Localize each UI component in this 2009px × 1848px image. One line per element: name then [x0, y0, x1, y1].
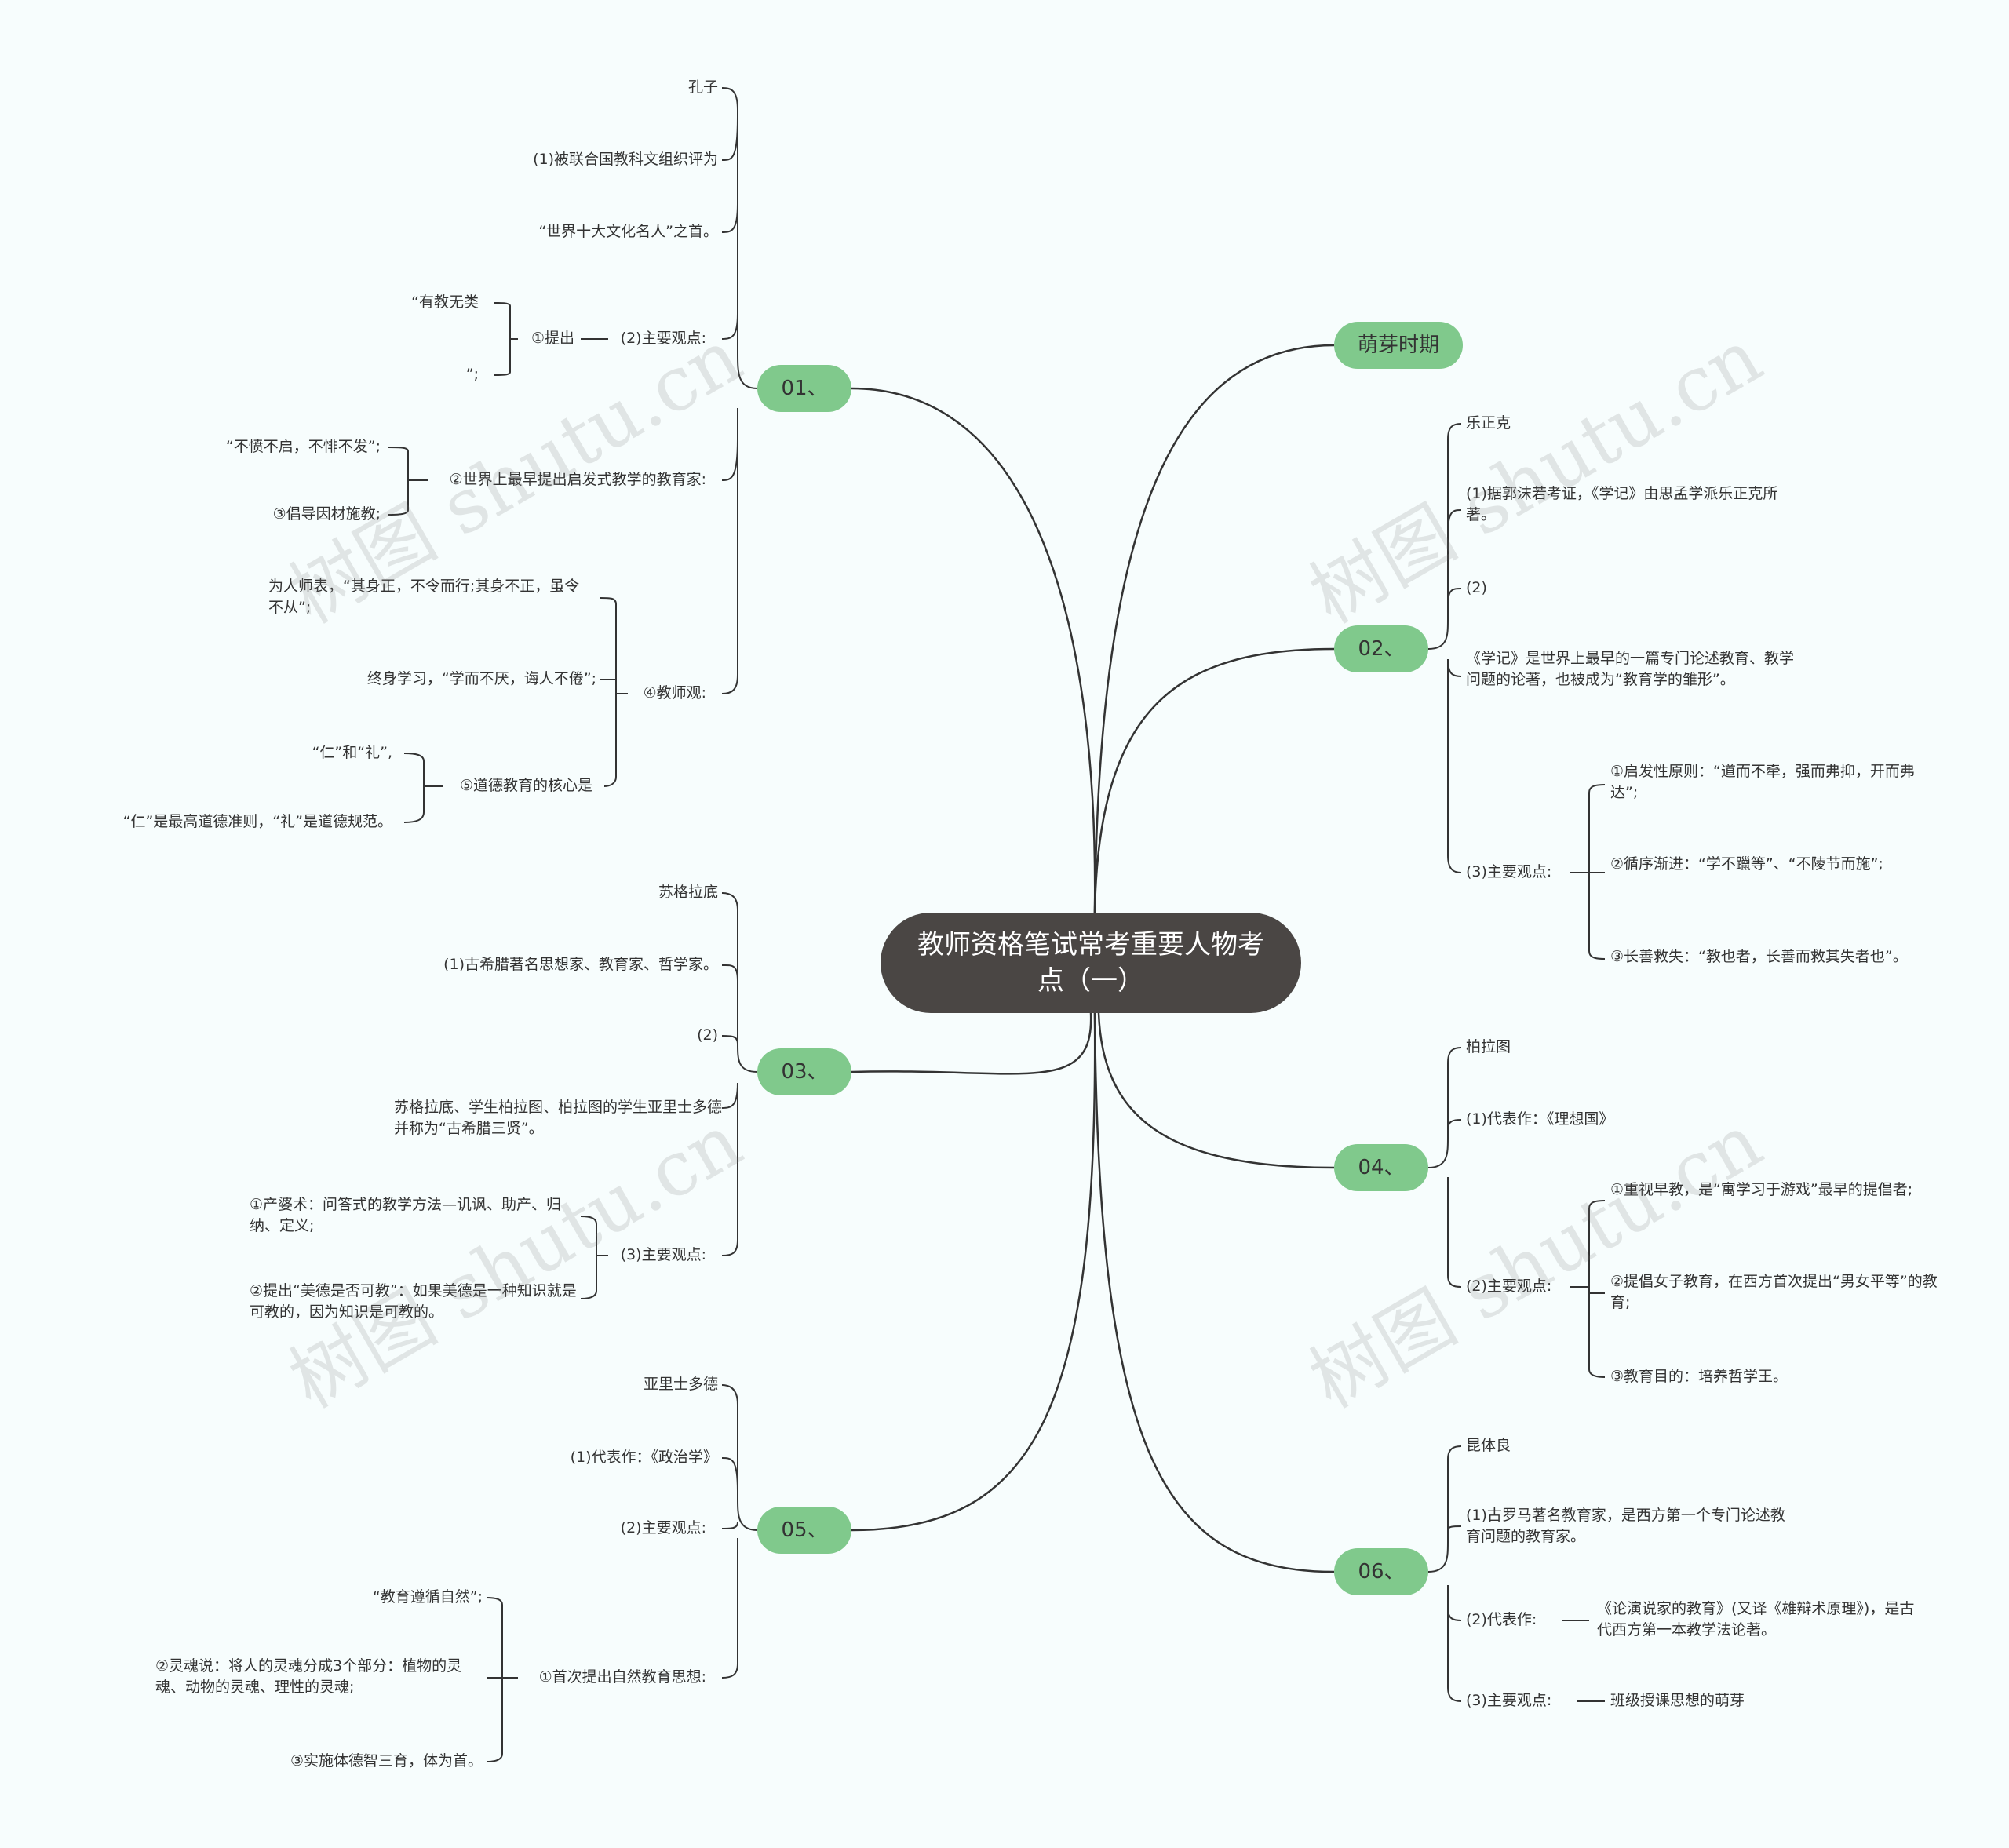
n03-p2[interactable]: (2)	[697, 1026, 718, 1044]
n05-p2[interactable]: (2)主要观点:	[620, 1519, 706, 1536]
n03-v1[interactable]: ①产婆术：问答式的教学方法—讥讽、助产、归纳、定义;	[250, 1196, 562, 1234]
n01-name[interactable]: 孔子	[687, 78, 718, 96]
n06-p1[interactable]: (1)古罗马著名教育家，是西方第一个专门论述教育问题的教育家。	[1466, 1507, 1785, 1545]
n02-v2[interactable]: ②循序渐进：“学不躐等”、“不陵节而施”;	[1610, 855, 1883, 873]
branch-04-label: 04、	[1358, 1156, 1405, 1179]
n04-v1[interactable]: ①重视早教，是“寓学习于游戏”最早的提倡者;	[1610, 1181, 1913, 1198]
n02-v3[interactable]: ③长善救失：“教也者，长善而救其失者也”。	[1610, 948, 1908, 965]
branch-06[interactable]: 06、	[1334, 1548, 1428, 1595]
n01-teacher[interactable]: ④教师观:	[643, 684, 706, 702]
root-node[interactable]: 教师资格笔试常考重要人物考点（一）	[881, 913, 1301, 1013]
n02-p1[interactable]: (1)据郭沫若考证，《学记》由思孟学派乐正克所著。	[1466, 485, 1778, 523]
n01-q1[interactable]: “有教无类	[411, 293, 479, 311]
n05-v1[interactable]: “教育遵循自然”;	[372, 1588, 483, 1606]
branch-05[interactable]: 05、	[757, 1507, 851, 1554]
n06-p2b[interactable]: 《论演说家的教育》(又译《雄辩术原理》)，是古代西方第一本教学法论著。	[1597, 1600, 1915, 1638]
branch-03[interactable]: 03、	[757, 1048, 851, 1095]
n03-p1[interactable]: (1)古希腊著名思想家、教育家、哲学家。	[443, 956, 718, 973]
n04-name[interactable]: 柏拉图	[1466, 1038, 1511, 1055]
n04-p1[interactable]: (1)代表作：《理想国》	[1466, 1110, 1614, 1128]
n06-p3b[interactable]: 班级授课思想的萌芽	[1610, 1692, 1745, 1709]
n03-p2b[interactable]: 苏格拉底、学生柏拉图、柏拉图的学生亚里士多德并称为“古希腊三贤”。	[394, 1099, 723, 1137]
n02-name[interactable]: 乐正克	[1466, 414, 1511, 432]
n02-p2[interactable]: (2)	[1466, 579, 1487, 596]
n01-m2[interactable]: “仁”是最高道德准则，“礼”是道德规范。	[122, 813, 392, 830]
branch-sprout-label: 萌芽时期	[1357, 334, 1439, 357]
n04-v2[interactable]: ②提倡女子教育，在西方首次提出“男女平等”的教育;	[1610, 1273, 1938, 1311]
branch-05-label: 05、	[781, 1518, 828, 1542]
n03-name[interactable]: 苏格拉底	[658, 884, 718, 901]
root-title: 教师资格笔试常考重要人物考点（一）	[917, 929, 1264, 997]
n01-p2[interactable]: (2)主要观点:	[620, 330, 706, 347]
n02-v1[interactable]: ①启发性原则：“道而不牵，强而弗抑，开而弗达”;	[1610, 763, 1915, 801]
n05-nat[interactable]: ①首次提出自然教育思想:	[538, 1668, 706, 1686]
branch-04[interactable]: 04、	[1334, 1144, 1428, 1191]
n05-p1[interactable]: (1)代表作：《政治学》	[570, 1449, 718, 1466]
n03-p3[interactable]: (3)主要观点:	[620, 1246, 706, 1263]
n01-t2[interactable]: 终身学习，“学而不厌，诲人不倦”;	[366, 670, 596, 687]
n02-p2b[interactable]: 《学记》是世界上最早的一篇专门论述教育、教学问题的论著，也被成为“教育学的雏形”…	[1466, 650, 1795, 688]
branch-02[interactable]: 02、	[1334, 625, 1428, 672]
n02-p3[interactable]: (3)主要观点:	[1466, 863, 1552, 880]
n01-h1[interactable]: “不愤不启，不悱不发”;	[225, 438, 381, 455]
branch-sprout[interactable]: 萌芽时期	[1334, 322, 1463, 369]
n01-m1[interactable]: “仁”和“礼”,	[312, 744, 392, 761]
n01-moral[interactable]: ⑤道德教育的核心是	[459, 777, 592, 794]
branch-01-label: 01、	[781, 377, 828, 400]
branch-02-label: 02、	[1358, 637, 1405, 661]
n06-p2[interactable]: (2)代表作:	[1466, 1611, 1537, 1628]
n04-v3[interactable]: ③教育目的：培养哲学王。	[1610, 1368, 1788, 1385]
n04-p2[interactable]: (2)主要观点:	[1466, 1278, 1552, 1295]
n06-p3[interactable]: (3)主要观点:	[1466, 1692, 1552, 1709]
branch-06-label: 06、	[1358, 1560, 1405, 1584]
n01-raise[interactable]: ①提出	[531, 330, 574, 347]
n01-q1b[interactable]: ”;	[465, 366, 479, 383]
n03-v2[interactable]: ②提出“美德是否可教”：如果美德是一种知识就是可教的，因为知识是可教的。	[250, 1282, 577, 1321]
n05-name[interactable]: 亚里士多德	[643, 1376, 718, 1393]
n01-h2[interactable]: ③倡导因材施教;	[272, 505, 381, 523]
n06-name[interactable]: 昆体良	[1466, 1437, 1511, 1454]
n01-p1[interactable]: (1)被联合国教科文组织评为	[533, 151, 718, 168]
n01-heuristic[interactable]: ②世界上最早提出启发式教学的教育家:	[449, 471, 706, 488]
branch-01[interactable]: 01、	[757, 365, 851, 412]
n05-v3[interactable]: ③实施体德智三育，体为首。	[290, 1752, 483, 1770]
n01-t1[interactable]: 为人师表，“其身正，不令而行;其身不正，虽令不从”;	[268, 578, 580, 616]
n01-p1b[interactable]: “世界十大文化名人”之首。	[538, 223, 718, 240]
n05-v2[interactable]: ②灵魂说：将人的灵魂分成3个部分：植物的灵魂、动物的灵魂、理性的灵魂;	[155, 1657, 462, 1696]
branch-03-label: 03、	[781, 1060, 828, 1084]
